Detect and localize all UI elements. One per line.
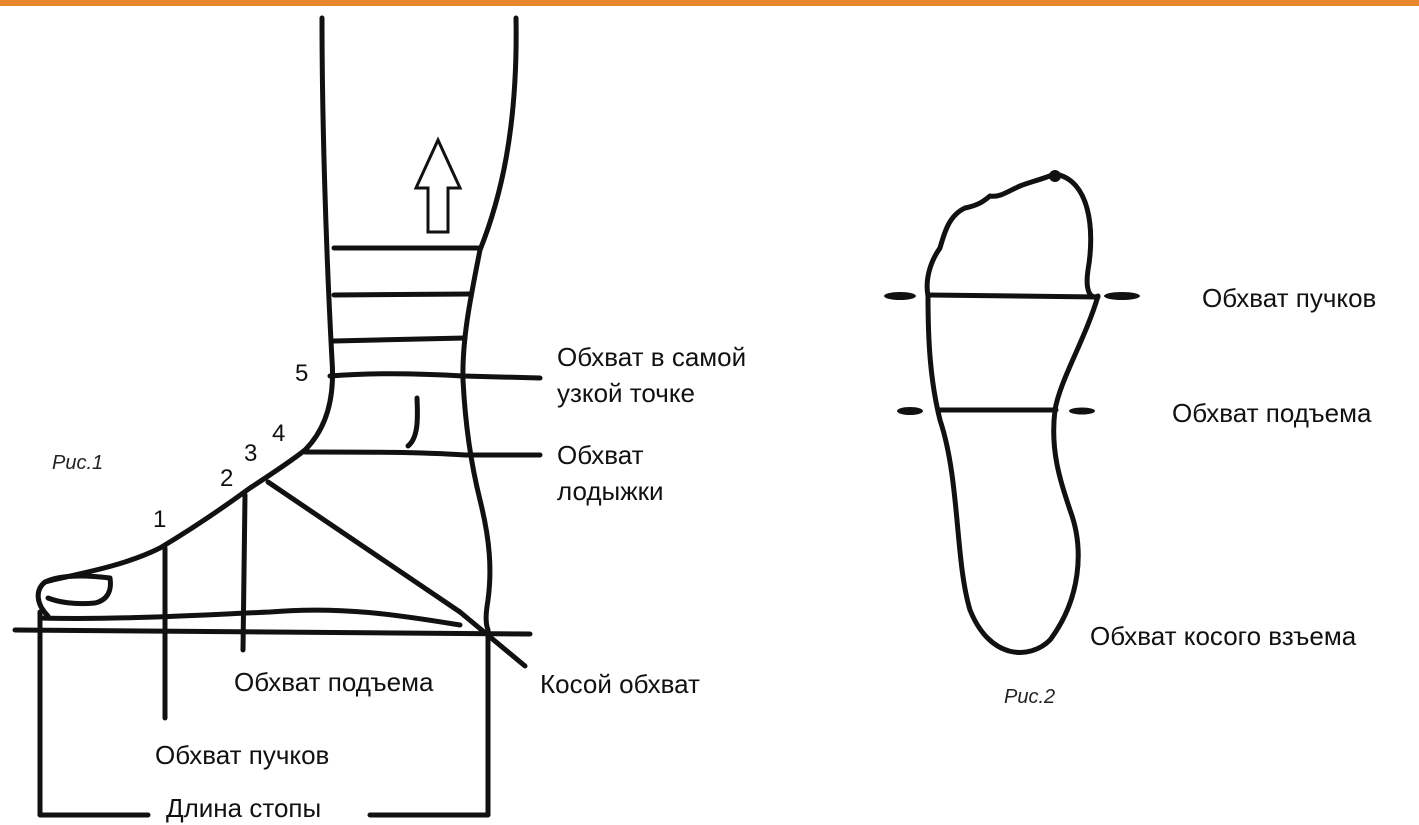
point-3: 3 <box>244 440 257 468</box>
band-2 <box>334 294 470 295</box>
length-bracket <box>40 612 148 815</box>
label-sole-oblique-girth: Обхват косого взъема <box>1090 619 1356 653</box>
label-narrow-girth-1: Обхват в самой <box>557 340 746 374</box>
figure-2-caption: Рис.2 <box>1004 686 1055 709</box>
oblique-girth-ext <box>460 612 525 666</box>
tick-ball-left <box>884 292 916 300</box>
arch-curve <box>40 610 460 625</box>
label-oblique-girth: Косой обхват <box>540 667 700 701</box>
label-sole-ball-girth: Обхват пучков <box>1202 281 1376 315</box>
tick-instep-left <box>897 407 923 415</box>
tick-instep-right <box>1069 408 1095 415</box>
figure-1-caption: Рис.1 <box>52 452 103 475</box>
point-5: 5 <box>295 360 308 388</box>
point-2: 2 <box>220 465 233 493</box>
ankle-hook <box>408 398 417 446</box>
sole-line <box>15 630 530 634</box>
label-narrow-girth-2: узкой точке <box>557 376 695 410</box>
band-3 <box>334 338 465 341</box>
instep-vertical <box>243 495 245 650</box>
ankle-girth-line <box>305 452 540 455</box>
up-arrow-icon <box>416 140 460 232</box>
label-ball-girth: Обхват пучков <box>155 738 329 772</box>
length-bracket-right <box>370 630 488 815</box>
toe-blob <box>1049 170 1061 182</box>
label-ankle-girth-1: Обхват <box>557 438 644 472</box>
label-foot-length: Длина стопы <box>166 791 321 825</box>
label-ankle-girth-2: лодыжки <box>557 474 664 508</box>
label-sole-instep-girth: Обхват подъема <box>1172 396 1371 430</box>
leg-back-outline <box>463 18 516 630</box>
narrow-girth-line <box>330 374 540 378</box>
sole-ball-line <box>928 295 1098 297</box>
leg-front-outline <box>38 18 332 616</box>
toe-outline <box>45 576 110 604</box>
label-instep-girth: Обхват подъема <box>234 665 433 699</box>
oblique-girth-line <box>268 482 460 612</box>
point-4: 4 <box>272 420 285 448</box>
tick-ball-right <box>1104 292 1140 300</box>
point-1: 1 <box>153 506 166 534</box>
